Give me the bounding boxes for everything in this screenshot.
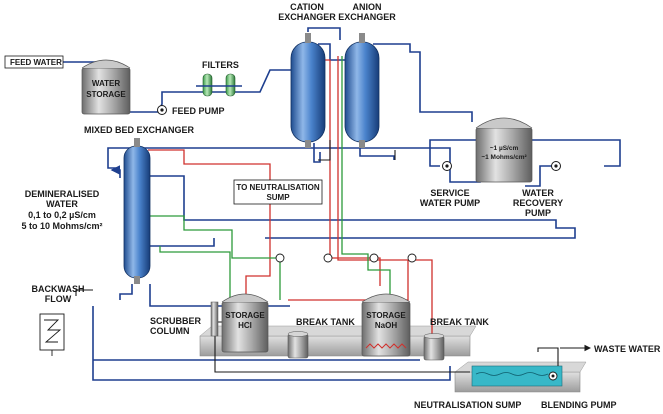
waste-water-label: WASTE WATER xyxy=(594,344,661,354)
mixed-bed-exchanger-label: MIXED BED EXCHANGER xyxy=(84,125,195,135)
water-storage-tank: WATER STORAGE xyxy=(81,59,131,115)
feed-water-box: FEED WATER xyxy=(4,55,64,69)
to-neutralisation-label-1: TO NEUTRALISATION xyxy=(236,183,319,192)
storage-naoh-label-1: STORAGE xyxy=(366,311,406,320)
neutralisation-sump-label: NEUTRALISATION SUMP xyxy=(414,400,521,410)
product-tank-spec-2: ~1 Mohms/cm² xyxy=(481,154,527,161)
break-tank-2-label: BREAK TANK xyxy=(430,317,489,327)
backwash-flow-label-2: FLOW xyxy=(45,294,72,304)
service-water-pump xyxy=(442,161,452,171)
demineralised-label-1: DEMINERALISED xyxy=(25,189,100,199)
product-tank-spec-1: ~1 µS/cm xyxy=(490,145,519,152)
sump-water xyxy=(471,365,563,387)
scrubber-column-label-2: COLUMN xyxy=(150,326,190,336)
mixed-bed-exchanger-vessel xyxy=(123,138,151,284)
water-storage-label-2: STORAGE xyxy=(86,90,126,99)
cation-exchanger-vessel xyxy=(290,33,326,148)
demineralised-label-2: WATER xyxy=(46,199,78,209)
backwash-flow-symbol xyxy=(39,313,65,356)
sump-platform xyxy=(454,361,587,393)
water-recovery-pump-label-2: RECOVERY xyxy=(513,198,563,208)
backwash-flow-label-1: BACKWASH xyxy=(32,284,85,294)
feed-water-label: FEED WATER xyxy=(10,58,62,67)
anion-exchanger-label-2: EXCHANGER xyxy=(338,12,396,22)
storage-hcl-label-1: STORAGE xyxy=(225,311,265,320)
demineralised-label-3: 0,1 to 0,2 µS/cm xyxy=(28,210,96,220)
scrubber-column-label-1: SCRUBBER xyxy=(150,316,202,326)
storage-naoh-label-2: NaOH xyxy=(375,321,397,330)
anion-exchanger-vessel xyxy=(344,33,380,148)
service-water-pump-label-1: SERVICE xyxy=(430,188,469,198)
product-water-tank: ~1 µS/cm ~1 Mohms/cm² xyxy=(475,117,533,183)
filters xyxy=(196,73,242,97)
break-tank-1-label: BREAK TANK xyxy=(296,317,355,327)
storage-hcl-label-2: HCl xyxy=(238,321,252,330)
water-storage-label-1: WATER xyxy=(92,79,121,88)
service-water-pump-label-2: WATER PUMP xyxy=(420,198,480,208)
storage-hcl-tank: STORAGE HCl xyxy=(221,293,269,353)
demineralised-label-4: 5 to 10 Mohms/cm² xyxy=(21,221,102,231)
break-tank-2 xyxy=(423,333,445,361)
cation-exchanger-label-2: EXCHANGER xyxy=(278,12,336,22)
blending-pump-label: BLENDING PUMP xyxy=(541,400,617,410)
anion-exchanger-label-1: ANION xyxy=(353,2,382,12)
break-tank-1 xyxy=(287,331,309,359)
water-recovery-pump-label-3: PUMP xyxy=(525,208,551,218)
filters-label: FILTERS xyxy=(202,60,239,70)
blending-pump xyxy=(548,371,558,381)
cation-exchanger-label-1: CATION xyxy=(290,2,324,12)
storage-naoh-tank: STORAGE NaOH xyxy=(361,293,411,357)
water-recovery-pump xyxy=(551,161,561,171)
feed-pump xyxy=(157,105,167,115)
scrubber-column xyxy=(210,301,219,337)
water-recovery-pump-label-1: WATER xyxy=(522,188,554,198)
feed-pump-label: FEED PUMP xyxy=(172,106,225,116)
to-neutralisation-label-2: SUMP xyxy=(266,193,290,202)
manifold-valves xyxy=(275,253,417,263)
to-neutralisation-sump-box: TO NEUTRALISATION SUMP xyxy=(233,179,323,205)
